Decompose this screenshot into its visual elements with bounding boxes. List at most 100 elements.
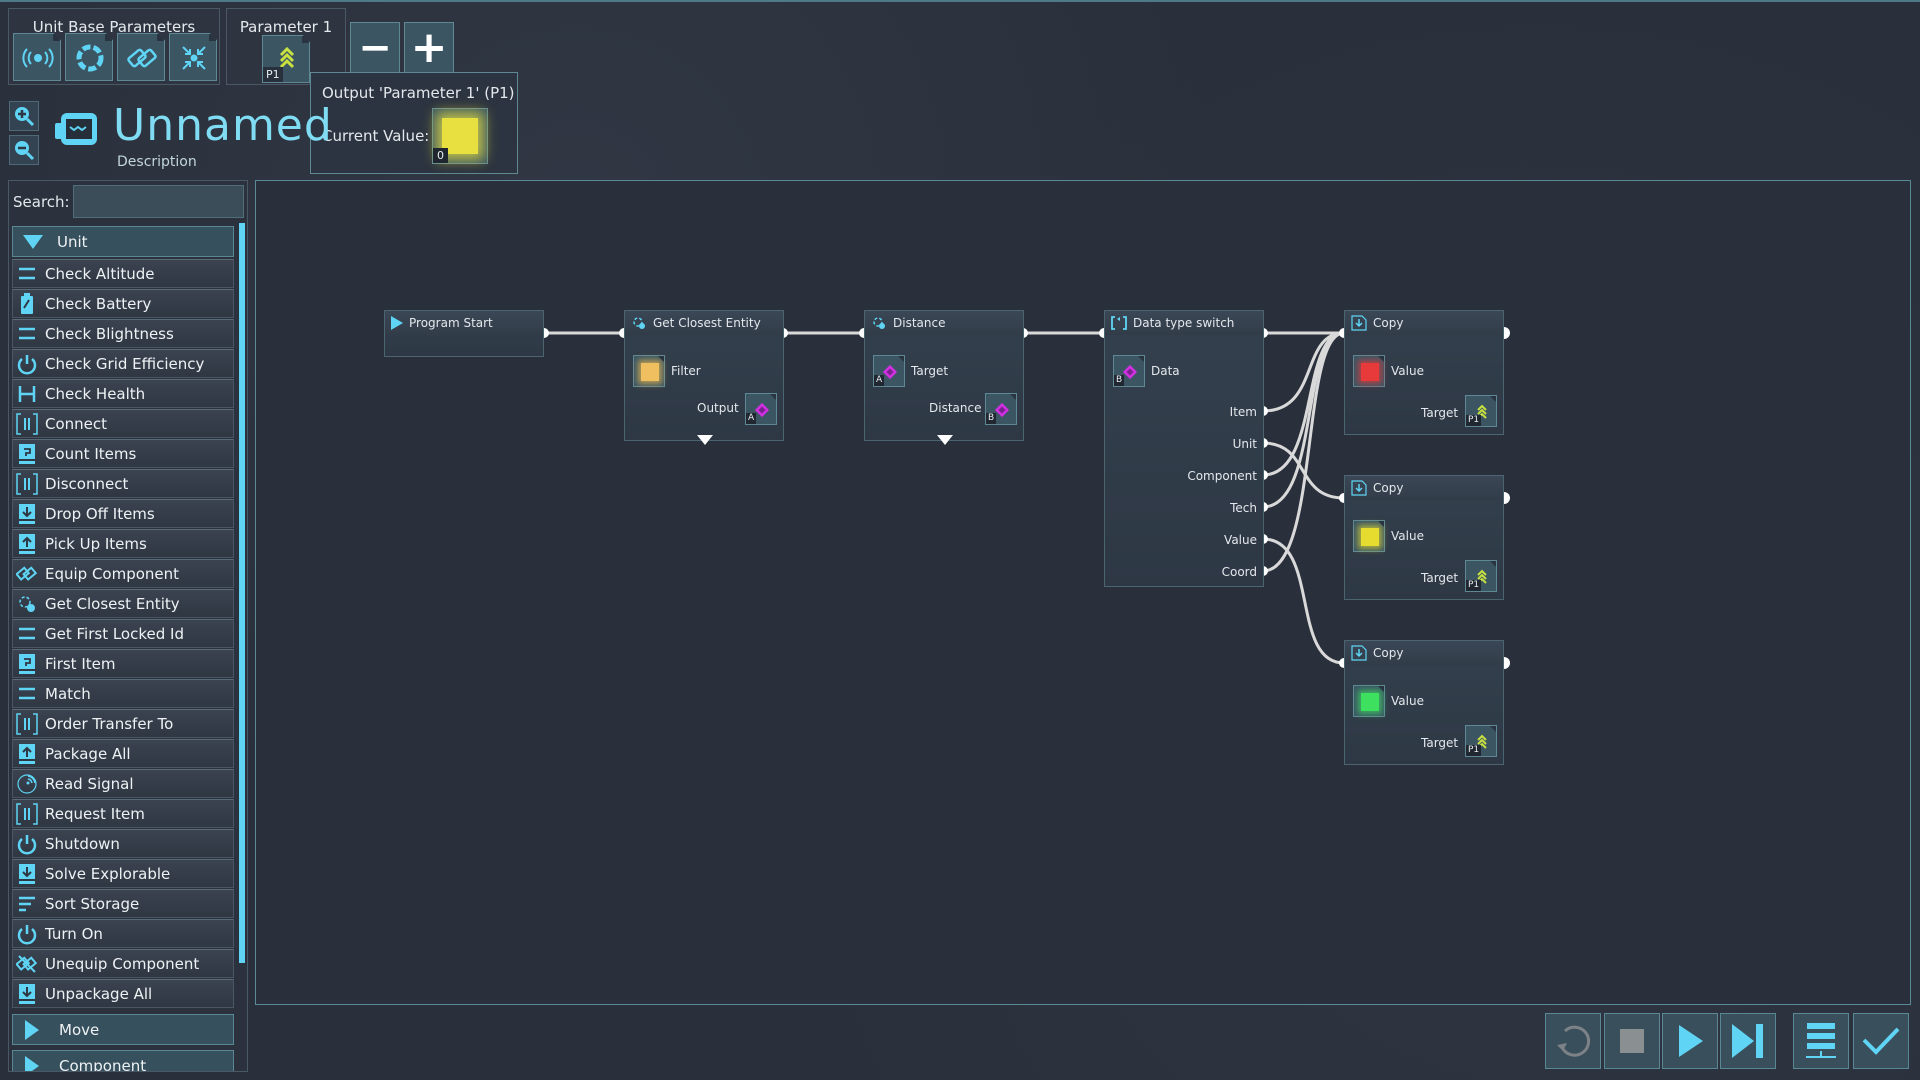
distance-slot[interactable]: B (985, 393, 1017, 425)
graph-canvas[interactable] (255, 180, 1911, 1005)
question-box-icon (16, 443, 38, 465)
sidebar-item-read-signal[interactable]: Read Signal (12, 769, 234, 798)
sidebar-item-pick-up-items[interactable]: Pick Up Items (12, 529, 234, 558)
sidebar-item-drop-off-items[interactable]: Drop Off Items (12, 499, 234, 528)
node-title: Data type switch (1133, 316, 1235, 330)
play-button[interactable] (1662, 1013, 1718, 1069)
sidebar-item-turn-on[interactable]: Turn On (12, 919, 234, 948)
search-input[interactable] (73, 185, 244, 218)
stop-button[interactable] (1604, 1013, 1660, 1069)
target-slot[interactable]: P1 (1465, 560, 1497, 592)
sidebar-item-equip-component[interactable]: Equip Component (12, 559, 234, 588)
node-header[interactable]: Get Closest Entity (625, 311, 783, 335)
category-move[interactable]: Move (12, 1014, 234, 1045)
lines-icon (16, 623, 38, 645)
expand-arrow[interactable] (937, 435, 953, 445)
sidebar-item-label: Pick Up Items (45, 534, 147, 553)
transfer-icon (16, 802, 38, 825)
link-icon (16, 563, 38, 585)
sidebar-item-package-all[interactable]: Package All (12, 739, 234, 768)
node-header[interactable]: Copy (1345, 476, 1503, 500)
aperture-param-button[interactable] (65, 33, 113, 81)
filter-slot[interactable] (633, 355, 665, 387)
sidebar-item-connect[interactable]: Connect (12, 409, 234, 438)
library-button[interactable] (1793, 1013, 1849, 1069)
target-slot[interactable]: P1 (1465, 395, 1497, 427)
sidebar-item-label: Disconnect (45, 474, 129, 493)
category-component[interactable]: Component (12, 1050, 234, 1071)
sidebar-item-get-first-locked-id[interactable]: Get First Locked Id (12, 619, 234, 648)
data-slot[interactable]: B (1113, 355, 1145, 387)
node-get-closest-entity[interactable]: Get Closest Entity Filter Output A (624, 310, 784, 445)
value-color (442, 118, 478, 154)
sidebar-item-unequip-component[interactable]: Unequip Component (12, 949, 234, 978)
value-color (1361, 528, 1379, 546)
play-icon (391, 316, 403, 330)
sidebar-item-check-battery[interactable]: Check Battery (12, 289, 234, 318)
parameter-1-group: Parameter 1 P1 (226, 8, 346, 85)
expand-arrow[interactable] (697, 435, 713, 445)
category-unit[interactable]: Unit (12, 226, 234, 257)
sidebar-item-shutdown[interactable]: Shutdown (12, 829, 234, 858)
sidebar-item-count-items[interactable]: Count Items (12, 439, 234, 468)
sidebar-scrollbar[interactable] (239, 223, 245, 963)
sidebar-item-label: First Item (45, 654, 116, 673)
undo-button[interactable] (1545, 1013, 1601, 1069)
sidebar-item-disconnect[interactable]: Disconnect (12, 469, 234, 498)
confirm-button[interactable] (1853, 1013, 1909, 1069)
step-button[interactable] (1720, 1013, 1776, 1069)
zoom-out-button[interactable] (9, 135, 39, 165)
output-unit-label: Unit (1232, 437, 1257, 451)
collapse-param-button[interactable] (169, 33, 217, 81)
parameter-1-slot[interactable]: P1 (262, 35, 310, 83)
sidebar-item-check-grid-efficiency[interactable]: Check Grid Efficiency (12, 349, 234, 378)
node-header[interactable]: Data type switch (1105, 311, 1263, 335)
parameter-badge: P1 (1466, 745, 1482, 756)
sidebar-item-order-transfer-to[interactable]: Order Transfer To (12, 709, 234, 738)
sidebar-item-match[interactable]: Match (12, 679, 234, 708)
node-title: Distance (893, 316, 946, 330)
sidebar-item-first-item[interactable]: First Item (12, 649, 234, 678)
sidebar-item-label: Check Altitude (45, 264, 155, 283)
chevron-right-icon (25, 1019, 39, 1040)
lines-icon (16, 323, 38, 345)
output-slot[interactable]: A (745, 393, 777, 425)
value-slot[interactable] (1353, 685, 1385, 717)
sidebar-item-label: Drop Off Items (45, 504, 155, 523)
node-data-type-switch[interactable]: Data type switch B Data Item Unit Compon… (1104, 310, 1264, 587)
remove-parameter-button[interactable]: − (350, 22, 400, 74)
node-distance[interactable]: Distance A Target Distance B (864, 310, 1024, 445)
sidebar-item-check-blightness[interactable]: Check Blightness (12, 319, 234, 348)
value-slot[interactable] (1353, 520, 1385, 552)
sidebar-item-check-health[interactable]: Check Health (12, 379, 234, 408)
chevron-right-icon (25, 1055, 39, 1071)
node-header[interactable]: Program Start (385, 311, 543, 335)
tooltip-value-label: Current Value: (322, 127, 430, 145)
sidebar-item-check-altitude[interactable]: Check Altitude (12, 259, 234, 288)
add-parameter-button[interactable]: + (404, 22, 454, 74)
minus-icon: − (358, 25, 392, 71)
signal-param-button[interactable] (13, 33, 61, 81)
register-badge: A (746, 413, 757, 424)
node-header[interactable]: Copy (1345, 311, 1503, 335)
behavior-name[interactable]: Unnamed (113, 100, 333, 151)
value-slot[interactable] (1353, 355, 1385, 387)
sidebar-item-get-closest-entity[interactable]: Get Closest Entity (12, 589, 234, 618)
target-slot[interactable]: P1 (1465, 725, 1497, 757)
link-param-button[interactable] (117, 33, 165, 81)
zoom-in-button[interactable] (9, 101, 39, 131)
node-header[interactable]: Copy (1345, 641, 1503, 665)
switch-icon (1111, 316, 1127, 330)
node-header[interactable]: Distance (865, 311, 1023, 335)
sidebar-item-unpackage-all[interactable]: Unpackage All (12, 979, 234, 1008)
target-slot[interactable]: A (873, 355, 905, 387)
sidebar-item-request-item[interactable]: Request Item (12, 799, 234, 828)
node-program-start[interactable]: Program Start (384, 310, 544, 357)
behavior-description[interactable]: Description (117, 154, 197, 170)
output-value-label: Value (1224, 533, 1257, 547)
sidebar-item-sort-storage[interactable]: Sort Storage (12, 889, 234, 918)
sidebar-item-solve-explorable[interactable]: Solve Explorable (12, 859, 234, 888)
